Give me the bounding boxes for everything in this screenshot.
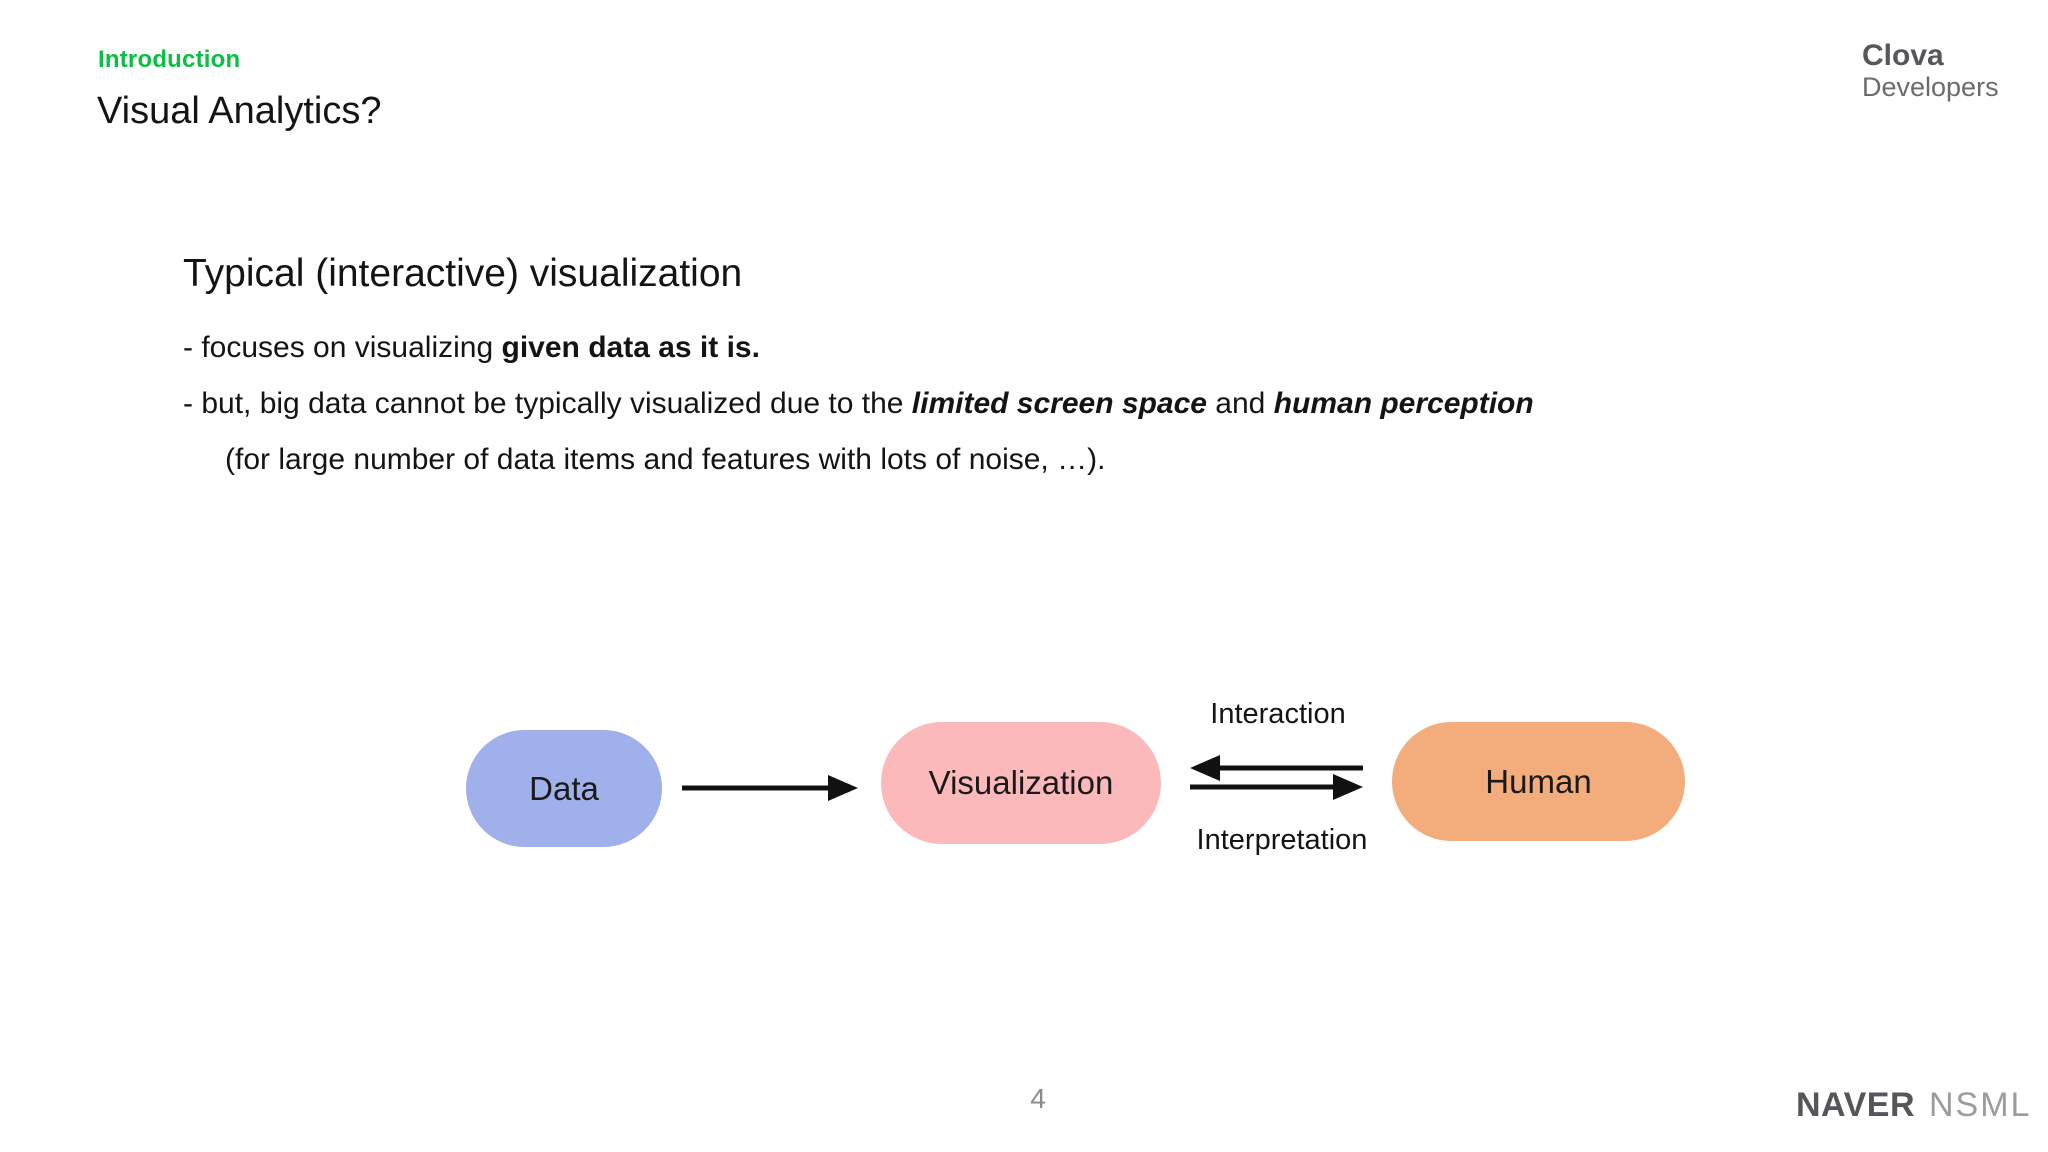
arrow-visualization-to-human-icon — [1190, 774, 1363, 800]
interpretation-label: Interpretation — [1196, 824, 1368, 856]
nsml-logo-text: NSML — [1929, 1086, 2032, 1124]
naver-logo-text: NAVER — [1796, 1086, 1915, 1124]
page-number: 4 — [1030, 1083, 1046, 1114]
node-data-label: Data — [529, 769, 599, 807]
content-heading: Typical (interactive) visualization — [183, 252, 743, 295]
bullet-big-data: - but, big data cannot be typically visu… — [183, 387, 1534, 421]
bullet-parenthetical: (for large number of data items and feat… — [225, 443, 1106, 476]
diagram-arrows — [682, 755, 1363, 801]
node-visualization-label: Visualization — [928, 764, 1114, 801]
node-human-label: Human — [1485, 762, 1592, 800]
naver-nsml-logo: NAVER NSML — [1796, 1086, 2031, 1125]
clova-logo-text: Clova — [1862, 39, 1944, 72]
clova-developers-text: Developers — [1862, 72, 1999, 102]
arrow-data-to-visualization-icon — [682, 775, 858, 801]
bullet-big-data-text: - but, big data cannot be typically visu… — [183, 387, 912, 420]
bullet-focuses-text: - focuses on visualizing — [183, 331, 502, 364]
bullet-focuses: - focuses on visualizing given data as i… — [183, 331, 760, 365]
arrow-human-to-visualization-icon — [1190, 755, 1363, 781]
bullet-big-data-em2: human perception — [1273, 387, 1534, 420]
bullet-big-data-and: and — [1206, 387, 1274, 420]
bullet-focuses-bold: given data as it is. — [501, 331, 760, 364]
interaction-label: Interaction — [1210, 698, 1346, 730]
bullet-big-data-em1: limited screen space — [911, 387, 1207, 420]
section-label: Introduction — [98, 46, 241, 73]
node-human: Human — [1392, 722, 1685, 841]
slide-title: Visual Analytics? — [97, 90, 382, 132]
node-data: Data — [466, 730, 662, 847]
clova-developers-logo: Clova Developers — [1862, 40, 1999, 103]
node-visualization: Visualization — [881, 722, 1161, 844]
